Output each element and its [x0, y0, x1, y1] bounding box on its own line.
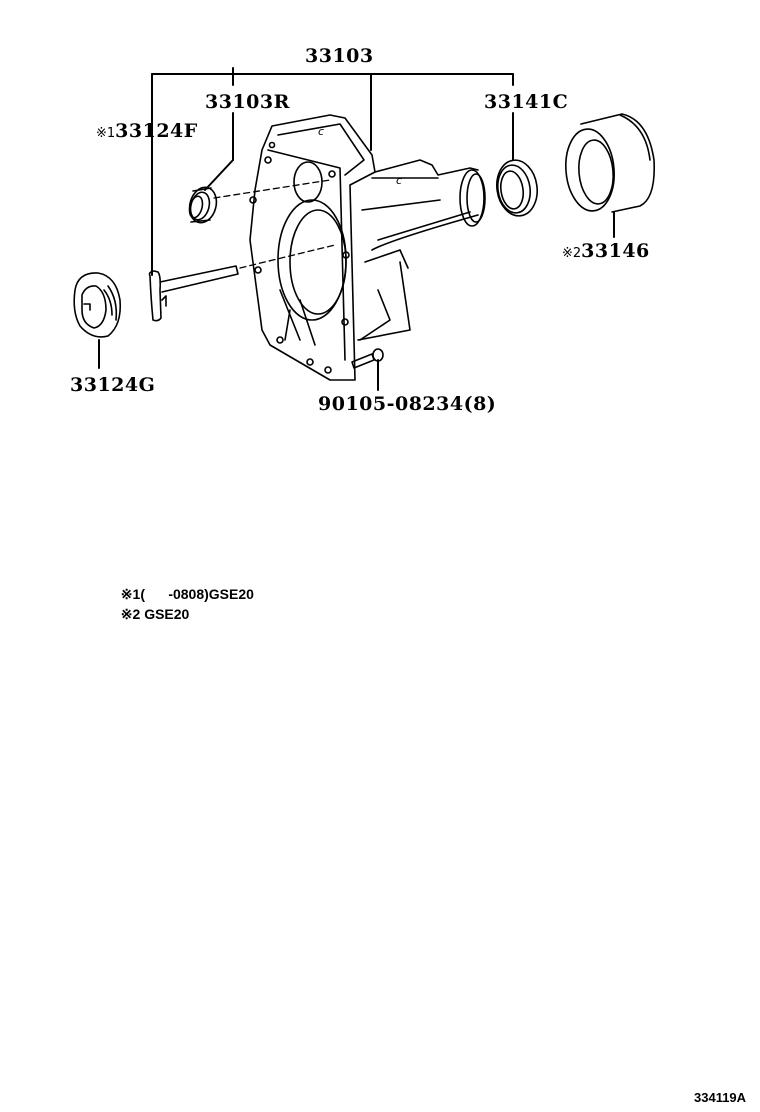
part-label-bolt: 90105-08234(8)	[318, 395, 496, 414]
part-label-oil-seal-rear: 33103R	[205, 93, 290, 112]
leader-lines	[98, 67, 615, 391]
part-number: 90105-08234(8)	[318, 393, 497, 415]
part-number: 33146	[581, 240, 650, 262]
oil-seal-front-drawing	[496, 159, 538, 217]
figure-id: 334119A	[694, 1090, 747, 1105]
housing-drawing: c c	[249, 114, 486, 381]
part-number: 33124G	[70, 374, 156, 396]
part-number: 33124F	[115, 120, 198, 142]
alignment-lines	[213, 179, 336, 269]
note-text: ( -0808)GSE20	[140, 586, 254, 602]
cap-drawing	[73, 272, 122, 338]
part-label-cap: 33124G	[70, 376, 155, 395]
part-number: 33141C	[484, 91, 569, 113]
note-mark: ※2	[120, 606, 141, 622]
oil-seal-rear-drawing	[188, 186, 218, 224]
note-mark: ※2	[562, 246, 582, 261]
svg-text:c: c	[318, 125, 324, 138]
part-number: 33103R	[205, 91, 290, 113]
part-label-housing: 33103	[305, 47, 374, 66]
part-number: 33103	[305, 45, 374, 67]
dust-cover-drawing	[565, 113, 656, 213]
note-mark: ※1	[120, 586, 141, 602]
note-2: ※2 GSE20	[113, 593, 190, 622]
bolt-drawing	[351, 348, 384, 369]
breather-plug-drawing	[148, 265, 239, 322]
note-text: GSE20	[144, 606, 190, 622]
svg-text:c: c	[396, 174, 402, 187]
note-1: ※1( -0808)GSE20	[113, 573, 254, 601]
part-label-dust-cover: ※233146	[562, 242, 650, 261]
part-label-breather-plug: ※133124F	[96, 122, 198, 141]
note-mark: ※1	[96, 126, 116, 141]
part-label-oil-seal-front: 33141C	[484, 93, 568, 112]
